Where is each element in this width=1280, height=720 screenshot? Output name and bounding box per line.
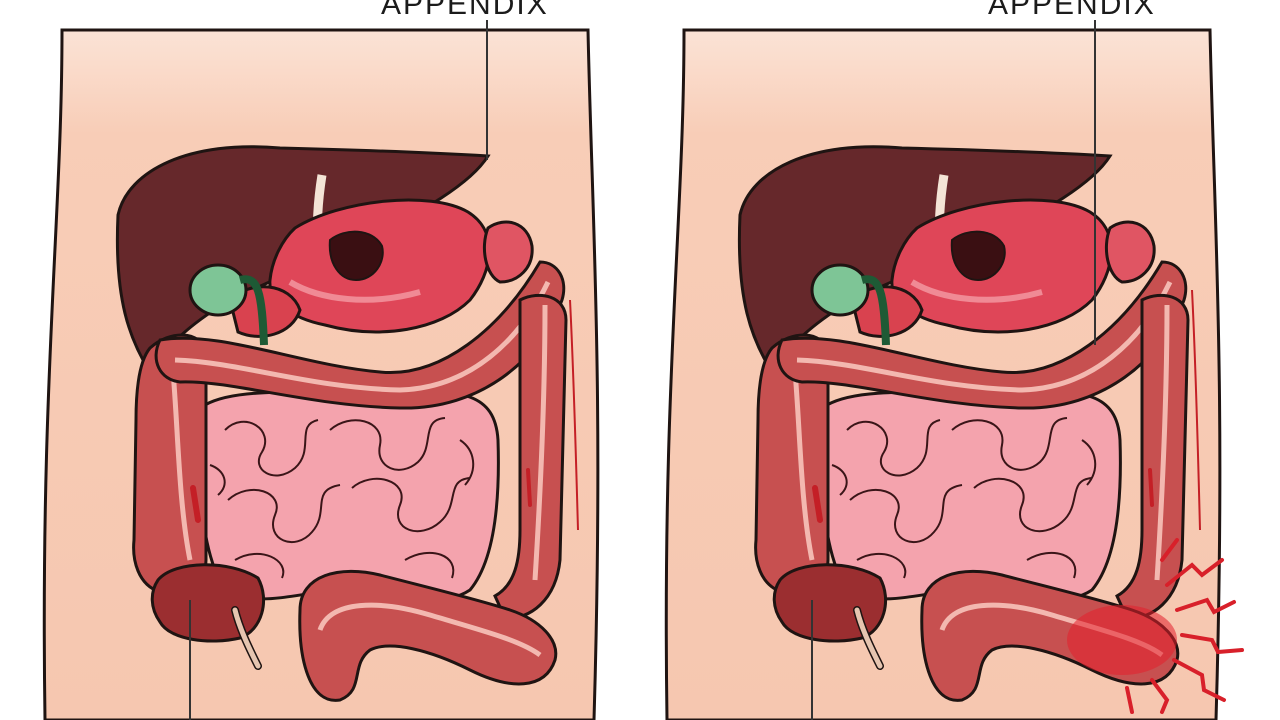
appendix-label-left: APPENDIX xyxy=(381,0,549,21)
inflammation-burst-icon xyxy=(1125,538,1244,714)
side-vein-right xyxy=(1191,289,1201,531)
side-vein-left xyxy=(569,299,579,531)
left-panel xyxy=(42,20,600,720)
appendix-label-right: APPENDIX xyxy=(988,0,1156,21)
inflammation-area xyxy=(1067,605,1177,675)
right-panel xyxy=(664,20,1244,720)
